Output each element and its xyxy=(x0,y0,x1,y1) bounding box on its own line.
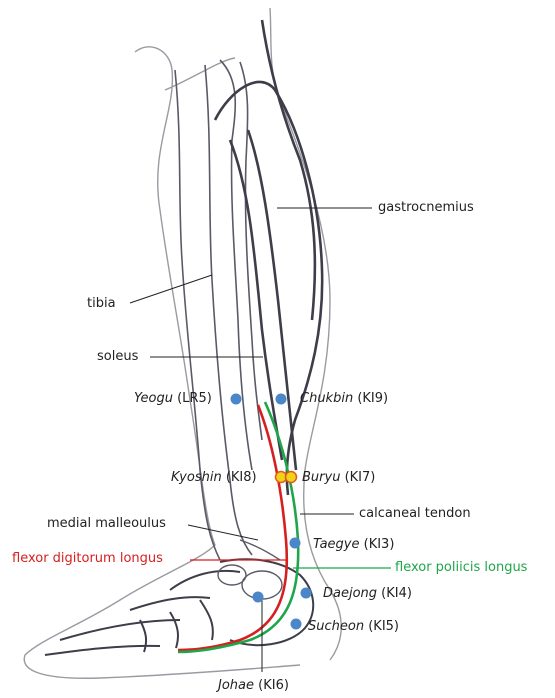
acupoints xyxy=(231,394,312,630)
daejong-point xyxy=(301,588,312,599)
leg-outline xyxy=(24,8,341,678)
label-flexor-digitorum-longus: flexor digitorum longus xyxy=(12,551,163,566)
sucheon-code: (KI5) xyxy=(368,619,399,634)
label-daejong: Daejong (KI4) xyxy=(323,586,412,601)
label-flexor-pollicis-longus: flexor poliicis longus xyxy=(395,560,527,575)
label-sucheon: Sucheon (KI5) xyxy=(308,619,399,634)
yeogu-name: Yeogu xyxy=(134,391,173,406)
flexor-digitorum-longus-tendon xyxy=(178,405,287,650)
taegye-point xyxy=(290,538,301,549)
chukbin-name: Chukbin xyxy=(300,391,353,406)
buryu-point xyxy=(286,472,297,483)
label-kyoshin: Kyoshin (KI8) xyxy=(171,470,257,485)
label-taegye: Taegye (KI3) xyxy=(313,537,394,552)
buryu-name: Buryu xyxy=(302,470,340,485)
taegye-name: Taegye xyxy=(313,537,359,552)
chukbin-code: (KI9) xyxy=(357,391,388,406)
label-yeogu: Yeogu (LR5) xyxy=(134,391,212,406)
label-chukbin: Chukbin (KI9) xyxy=(300,391,388,406)
yeogu-code: (LR5) xyxy=(177,391,212,406)
label-calcaneal-tendon: calcaneal tendon xyxy=(359,506,471,521)
chukbin-point xyxy=(276,394,287,405)
label-soleus: soleus xyxy=(97,349,138,364)
label-buryu: Buryu (KI7) xyxy=(302,470,375,485)
ankle-bones xyxy=(218,540,282,599)
daejong-name: Daejong xyxy=(323,586,377,601)
johae-code: (KI6) xyxy=(258,678,289,693)
label-tibia: tibia xyxy=(87,296,116,311)
label-johae: Johae (KI6) xyxy=(218,678,289,693)
daejong-code: (KI4) xyxy=(381,586,412,601)
johae-point xyxy=(253,592,264,603)
johae-name: Johae xyxy=(218,678,254,693)
label-gastrocnemius: gastrocnemius xyxy=(378,200,474,215)
label-medial-malleolus: medial malleoulus xyxy=(47,516,166,531)
kyoshin-code: (KI8) xyxy=(226,470,257,485)
buryu-code: (KI7) xyxy=(345,470,376,485)
yeogu-point xyxy=(231,394,242,405)
sucheon-name: Sucheon xyxy=(308,619,364,634)
sucheon-point xyxy=(291,619,302,630)
calf-muscles xyxy=(215,20,322,495)
taegye-code: (KI3) xyxy=(364,537,395,552)
kyoshin-name: Kyoshin xyxy=(171,470,222,485)
